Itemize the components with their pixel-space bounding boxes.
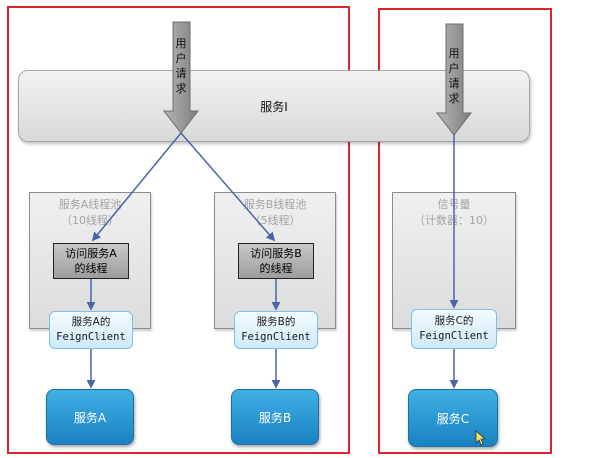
mouse-cursor-icon [475, 430, 487, 446]
left-request-label: 用 户 请 求 [176, 37, 187, 95]
thread-service-a: 访问服务A 的线程 [53, 243, 129, 279]
feign-c-line2: FeignClient [419, 330, 489, 342]
feign-a-line1: 服务A的 [71, 316, 111, 328]
left-req-char-2: 户 [176, 51, 187, 65]
service-a-label: 服务A [73, 410, 107, 425]
service-a-box: 服务A [46, 389, 134, 445]
service-i-bar: 服务I [18, 70, 530, 142]
left-req-char-4: 求 [176, 82, 187, 95]
right-req-char-4: 求 [449, 92, 460, 105]
right-request-arrow [435, 23, 473, 136]
right-req-char-1: 用 [449, 47, 460, 60]
pool-b-title: 服务B线程池 （5线程） [243, 198, 307, 227]
line-request-to-pool-b [180, 132, 276, 242]
feign-client-b: 服务B的 FeignClient [234, 311, 318, 349]
left-req-char-1: 用 [176, 37, 187, 50]
service-i-label: 服务I [260, 99, 288, 114]
feign-b-line2: FeignClient [241, 331, 311, 343]
feign-a-line2: FeignClient [56, 331, 126, 343]
thread-service-b: 访问服务B 的线程 [238, 243, 314, 279]
feign-client-c: 服务C的 FeignClient [411, 309, 497, 349]
right-req-char-3: 请 [449, 77, 460, 90]
line-request-to-pool-a [91, 132, 182, 242]
right-req-char-2: 户 [449, 61, 460, 75]
left-red-frame [7, 6, 350, 454]
left-req-char-3: 请 [176, 67, 187, 80]
feign-client-a: 服务A的 FeignClient [49, 311, 133, 349]
feign-b-line1: 服务B的 [256, 316, 296, 328]
pool-a-title: 服务A线程池 （10线程） [58, 198, 122, 227]
left-request-arrow [162, 21, 200, 134]
right-request-label: 用 户 请 求 [449, 47, 460, 105]
right-red-frame [378, 8, 552, 454]
service-c-label: 服务C [436, 411, 470, 426]
service-b-label: 服务B [258, 410, 292, 425]
feign-c-line1: 服务C的 [434, 315, 474, 327]
service-b-box: 服务B [231, 389, 319, 445]
